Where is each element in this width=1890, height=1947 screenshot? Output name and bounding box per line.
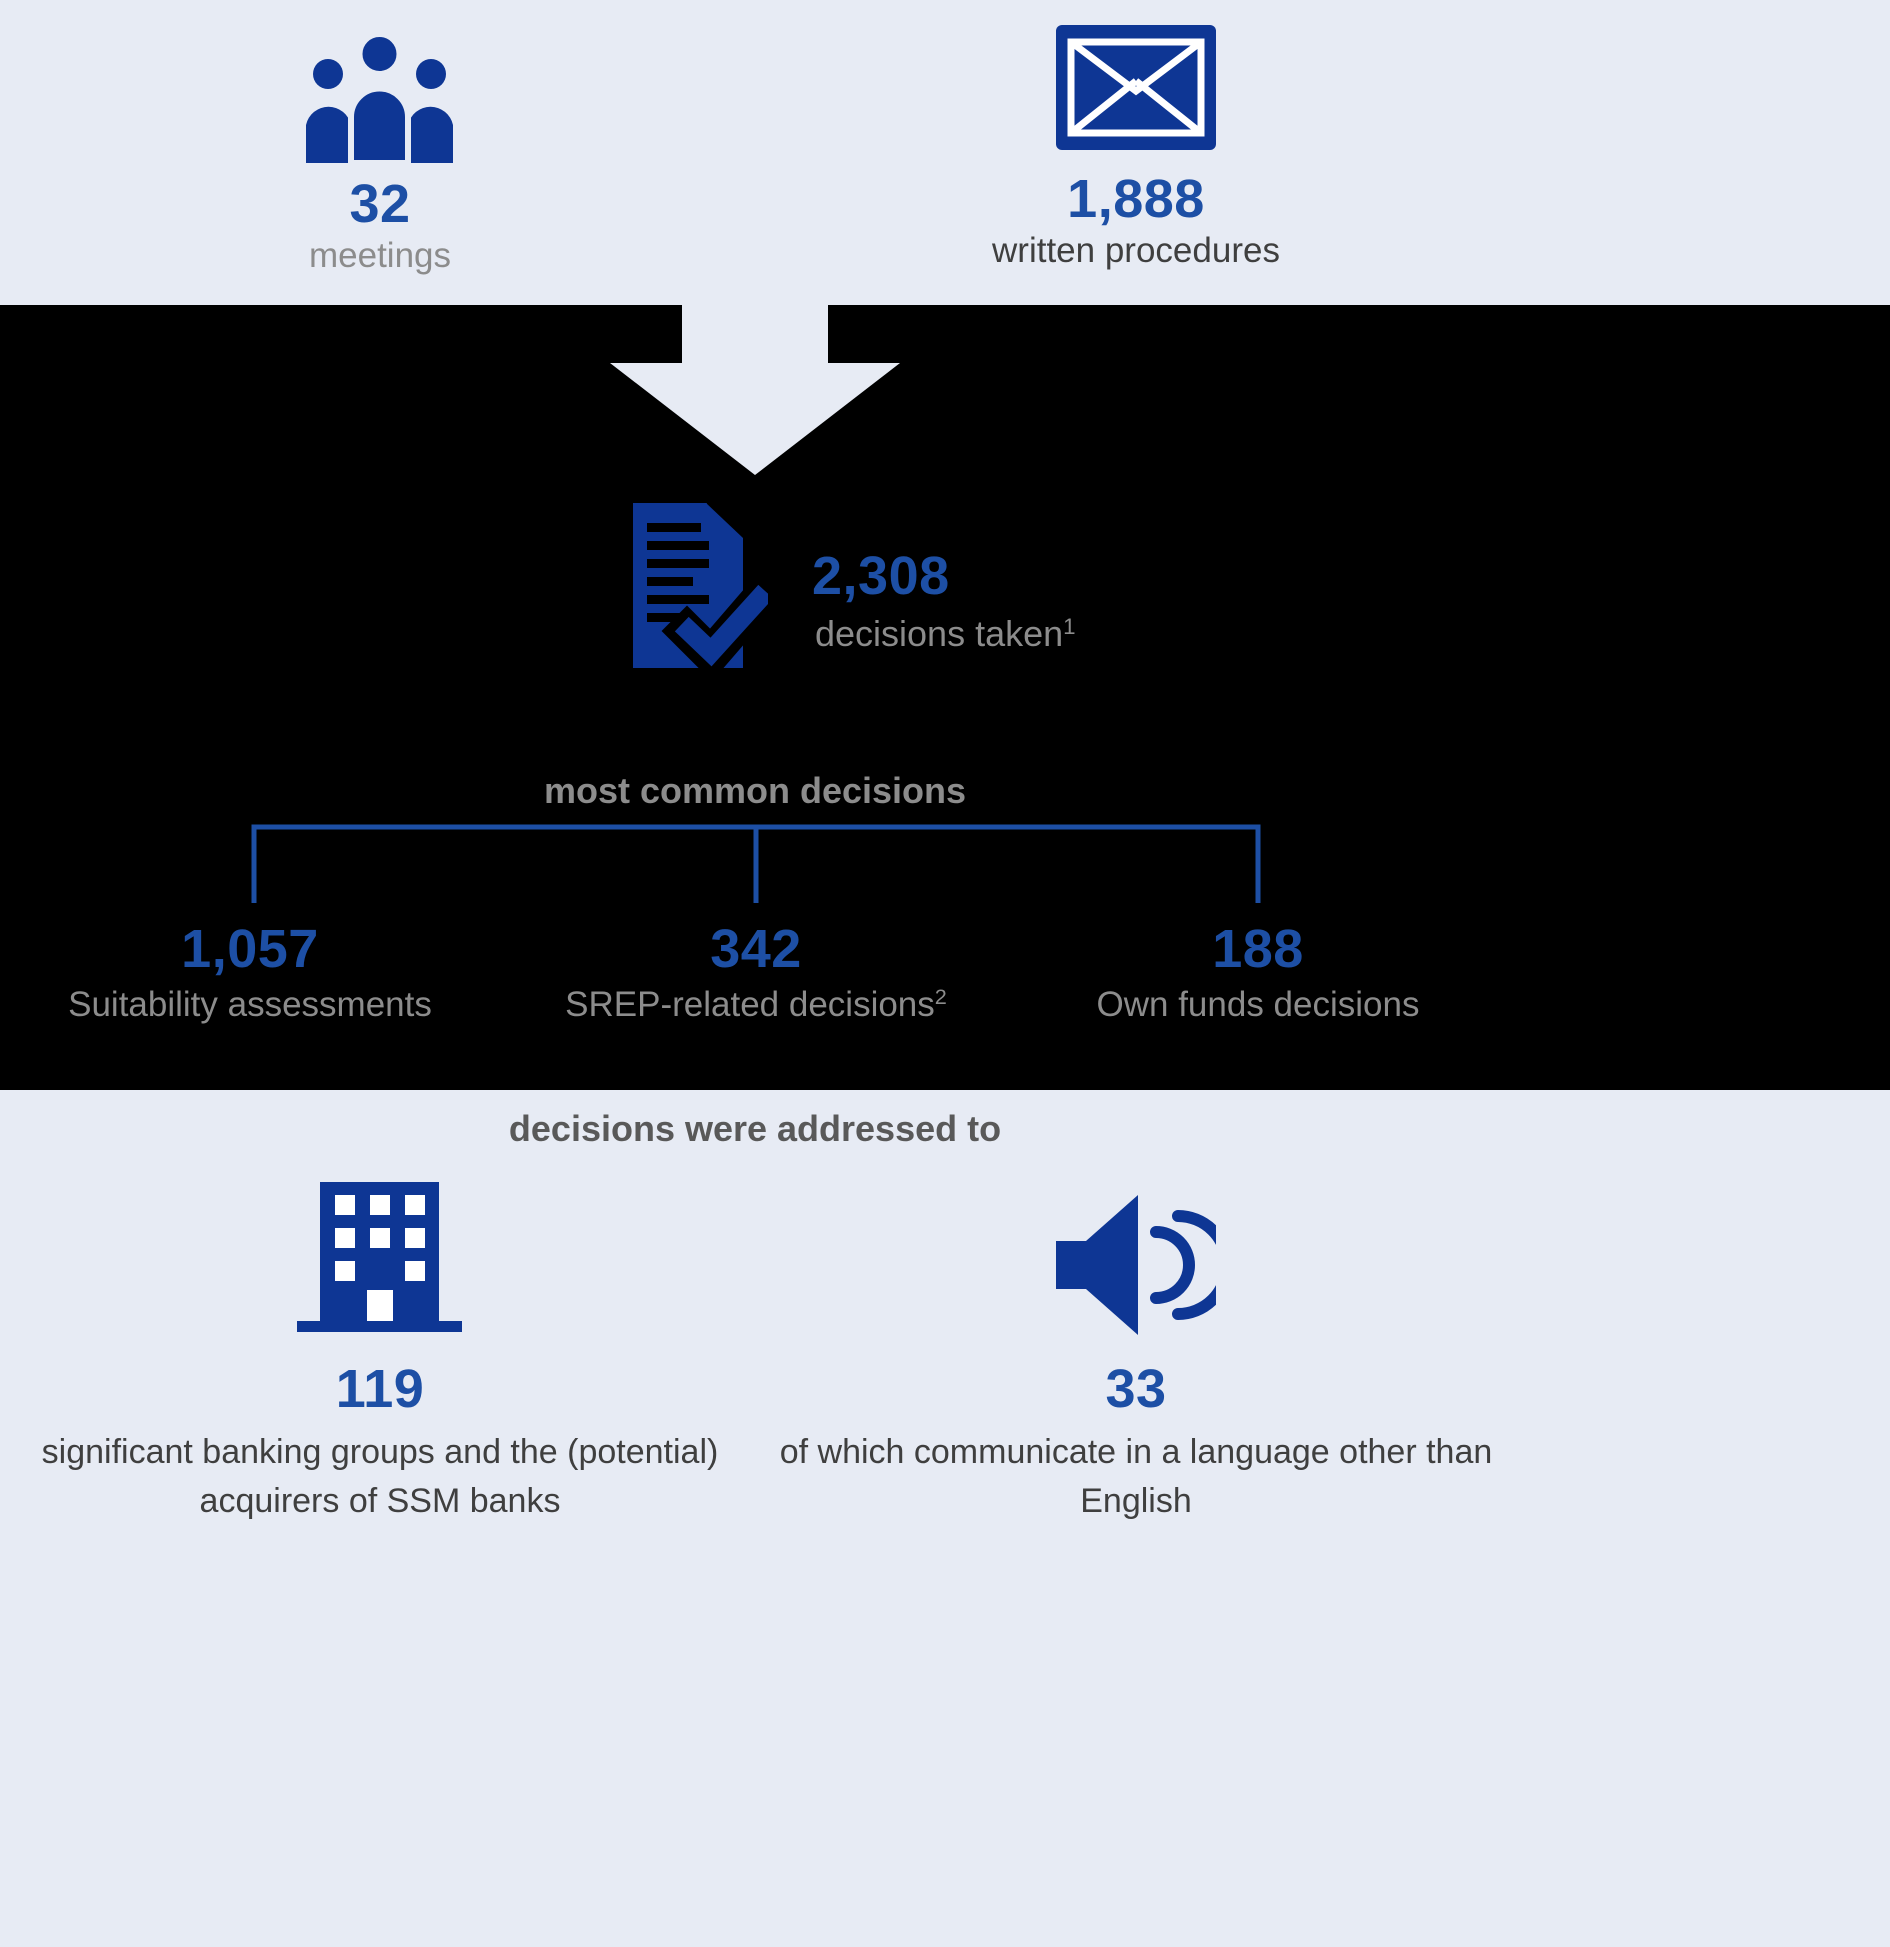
addressed-to-title: decisions were addressed to (508, 1108, 1002, 1149)
written-procedures-label: written procedures (992, 231, 1280, 270)
meetings-value: 32 (349, 174, 411, 234)
recipients-label: significant banking groups and the (pote… (41, 1433, 719, 1521)
languages-value: 33 (1105, 1359, 1167, 1419)
envelope-icon (1056, 25, 1216, 150)
own-funds-decisions-value: 188 (1212, 919, 1304, 979)
own-funds-decisions-label-text: Own funds decisions (1096, 985, 1420, 1024)
most-common-decisions-title: most common decisions (543, 770, 967, 811)
srep-decisions-value: 342 (710, 919, 802, 979)
meetings-label: meetings (308, 236, 452, 275)
decisions-taken-label-text: decisions taken (815, 613, 1064, 654)
srep-decisions-footnote: 2 (934, 984, 947, 1010)
arrow-down-icon (610, 305, 900, 475)
building-icon (297, 1182, 462, 1332)
decisions-taken-value: 2,308 (812, 546, 950, 606)
document-check-icon (633, 503, 768, 682)
decisions-taken-label: decisions taken1 (815, 613, 1076, 655)
own-funds-decisions-label: Own funds decisions (1028, 985, 1488, 1025)
speaker-icon (1056, 1195, 1216, 1335)
suitability-assessments-label: Suitability assessments (20, 985, 480, 1025)
languages-label: of which communicate in a language other… (779, 1433, 1493, 1521)
srep-decisions-label-text: SREP-related decisions (565, 985, 935, 1024)
srep-decisions-label: SREP-related decisions2 (526, 984, 986, 1025)
bottom-panel-background (0, 1090, 1890, 1947)
people-icon (306, 31, 453, 163)
written-procedures-value: 1,888 (1067, 169, 1205, 229)
recipients-value: 119 (335, 1359, 425, 1419)
decisions-taken-footnote: 1 (1063, 613, 1076, 639)
branch-bracket (251, 824, 1261, 903)
suitability-assessments-label-text: Suitability assessments (68, 985, 432, 1024)
suitability-assessments-value: 1,057 (181, 919, 319, 979)
